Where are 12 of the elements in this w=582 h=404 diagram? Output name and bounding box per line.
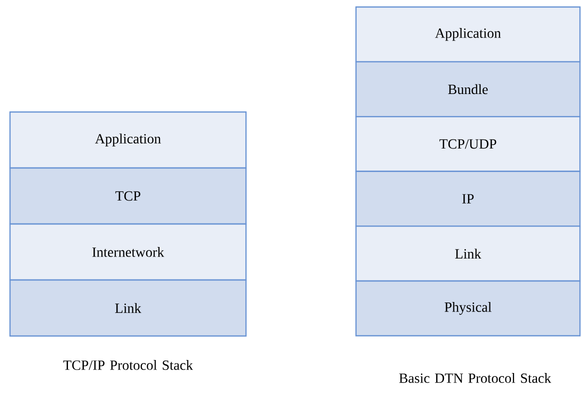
protocol-layer: Link	[355, 226, 581, 282]
protocol-layer: Application	[355, 6, 581, 62]
protocol-layer: Link	[9, 279, 247, 337]
protocol-layer: IP	[355, 170, 581, 227]
stack-caption: Basic DTN Protocol Stack	[399, 373, 552, 383]
protocol-layer: Bundle	[355, 61, 581, 118]
stack-caption: TCP/IP Protocol Stack	[63, 360, 193, 370]
protocol-layer: Physical	[355, 280, 581, 336]
protocol-layer: Application	[9, 111, 247, 169]
protocol-layer: TCP/UDP	[355, 116, 581, 172]
protocol-layer: TCP	[9, 167, 247, 225]
protocol-layer: Internetwork	[9, 223, 247, 281]
